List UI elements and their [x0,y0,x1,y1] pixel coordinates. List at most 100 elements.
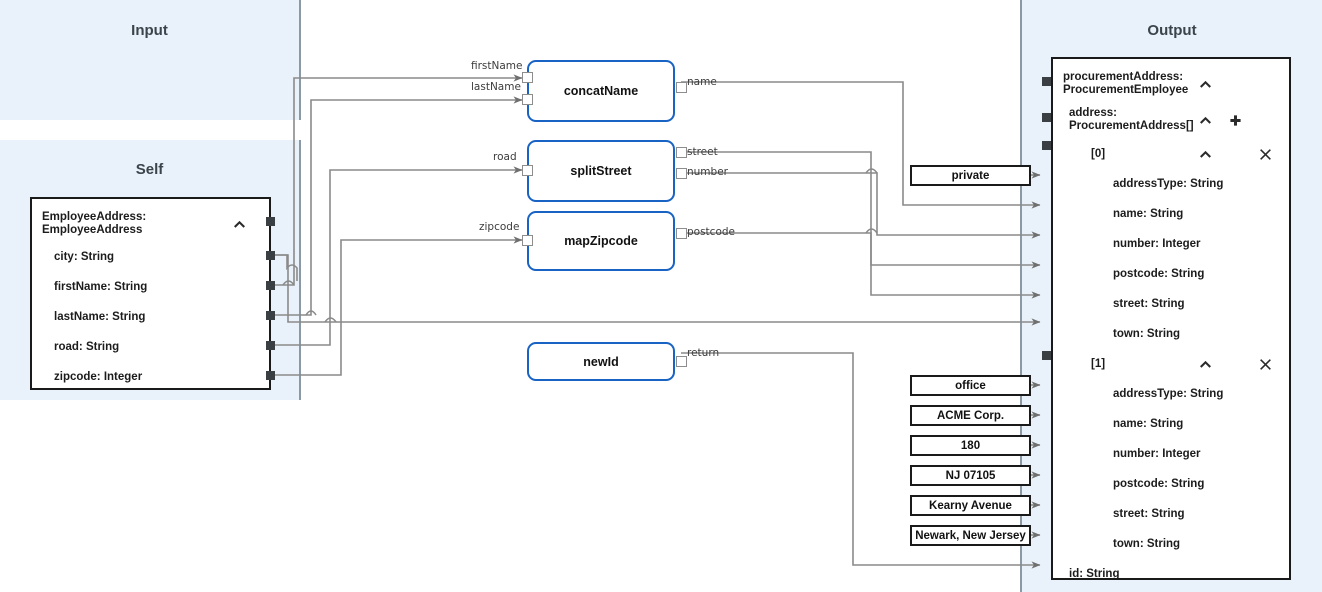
input-panel-title: Input [131,22,168,39]
constant-box[interactable]: Kearny Avenue [910,495,1031,516]
output-row[interactable]: procurementAddress: ProcurementEmployee [1053,67,1289,101]
constant-value: office [955,379,986,392]
output-port-index-1[interactable] [1042,351,1051,360]
output-row[interactable]: name: String [1053,199,1289,229]
self-field-label: road: String [54,340,120,353]
constant-box[interactable]: 180 [910,435,1031,456]
chevron-up-icon[interactable] [1195,110,1215,130]
output-row[interactable]: number: Integer [1053,229,1289,259]
port-label-zipcode: zipcode [479,221,520,233]
port-in-firstname[interactable] [522,72,533,83]
constant-value: private [951,169,990,182]
output-row-label: [1] [1091,357,1106,370]
self-panel-title: Self [135,161,164,178]
output-row[interactable]: [0] [1053,139,1289,169]
self-port-zipcode[interactable] [266,371,275,380]
input-panel: Input [0,0,301,120]
output-row[interactable]: name: String [1053,409,1289,439]
output-row-icons [1185,349,1275,379]
port-label-number: number [687,166,728,178]
self-port-city[interactable] [266,251,275,260]
chevron-up-icon[interactable] [229,214,249,234]
port-out-return[interactable] [676,356,687,367]
output-row-label: id: String [1069,567,1120,580]
port-label-postcode: postcode [687,226,735,238]
port-label-street: street [687,146,718,158]
port-label-lastname: lastName [471,81,521,93]
self-field-label: firstName: String [54,280,148,293]
port-out-number[interactable] [676,168,687,179]
self-field-label: lastName: String [54,310,146,323]
output-row[interactable]: addressType: String [1053,379,1289,409]
function-node-label: concatName [563,84,639,98]
output-row[interactable]: postcode: String [1053,259,1289,289]
port-out-street[interactable] [676,147,687,158]
chevron-up-icon[interactable] [1195,354,1215,374]
output-row-label: postcode: String [1113,267,1205,280]
self-field-row[interactable]: road: String [32,332,269,362]
output-row[interactable]: id: String [1053,559,1289,589]
function-node-newid[interactable]: newId [527,342,675,381]
output-row[interactable]: street: String [1053,499,1289,529]
output-row[interactable]: address: ProcurementAddress[] [1053,103,1289,137]
self-field-row[interactable]: lastName: String [32,302,269,332]
port-label-firstname: firstName [471,60,523,72]
constant-value: ACME Corp. [936,409,1005,422]
self-port-header[interactable] [266,217,275,226]
self-port-road[interactable] [266,341,275,350]
self-field-label: city: String [54,250,115,263]
self-node-header-label: EmployeeAddress: EmployeeAddress [42,211,147,236]
output-row-label: procurementAddress: ProcurementEmployee [1063,71,1189,96]
self-field-row[interactable]: firstName: String [32,272,269,302]
constant-value: NJ 07105 [945,469,996,482]
chevron-up-icon[interactable] [1195,144,1215,164]
output-row[interactable]: [1] [1053,349,1289,379]
output-row-label: postcode: String [1113,477,1205,490]
constant-box[interactable]: office [910,375,1031,396]
function-node-concatname[interactable]: concatName [527,60,675,122]
self-node-header[interactable]: EmployeeAddress: EmployeeAddress [32,207,269,241]
constant-box[interactable]: private [910,165,1031,186]
output-port-index-0[interactable] [1042,141,1051,150]
plus-icon[interactable] [1225,110,1245,130]
output-data-node[interactable]: procurementAddress: ProcurementEmployee a… [1051,57,1291,580]
output-row[interactable]: number: Integer [1053,439,1289,469]
port-in-road[interactable] [522,165,533,176]
output-row[interactable]: town: String [1053,529,1289,559]
output-row[interactable]: street: String [1053,289,1289,319]
output-row-label: town: String [1113,537,1181,550]
port-out-name[interactable] [676,82,687,93]
output-port-procurementaddress[interactable] [1042,77,1051,86]
output-row-label: addressType: String [1113,177,1224,190]
constant-value: Kearny Avenue [929,499,1012,512]
port-out-postcode[interactable] [676,228,687,239]
constant-box[interactable]: ACME Corp. [910,405,1031,426]
output-row-label: name: String [1113,207,1184,220]
output-row-label: town: String [1113,327,1181,340]
close-icon[interactable] [1255,354,1275,374]
close-icon[interactable] [1255,144,1275,164]
chevron-up-icon[interactable] [1195,74,1215,94]
constant-value: 180 [960,439,981,452]
self-data-node[interactable]: EmployeeAddress: EmployeeAddress city: S… [30,197,271,390]
self-port-firstname[interactable] [266,281,275,290]
output-port-address[interactable] [1042,113,1051,122]
function-node-splitstreet[interactable]: splitStreet [527,140,675,202]
self-field-row[interactable]: zipcode: Integer [32,362,269,392]
port-in-lastname[interactable] [522,94,533,105]
constant-box[interactable]: NJ 07105 [910,465,1031,486]
self-field-label: zipcode: Integer [54,370,143,383]
self-port-lastname[interactable] [266,311,275,320]
output-row[interactable]: town: String [1053,319,1289,349]
output-row[interactable]: postcode: String [1053,469,1289,499]
constant-box[interactable]: Newark, New Jersey [910,525,1031,546]
port-in-zipcode[interactable] [522,235,533,246]
function-node-label: mapZipcode [564,234,638,248]
function-node-mapzipcode[interactable]: mapZipcode [527,211,675,271]
port-label-return: return [687,347,720,359]
port-label-name: name [687,76,717,88]
output-row-label: address: ProcurementAddress[] [1069,107,1194,132]
self-field-row[interactable]: city: String [32,242,269,272]
constant-value: Newark, New Jersey [915,529,1026,542]
output-row[interactable]: addressType: String [1053,169,1289,199]
